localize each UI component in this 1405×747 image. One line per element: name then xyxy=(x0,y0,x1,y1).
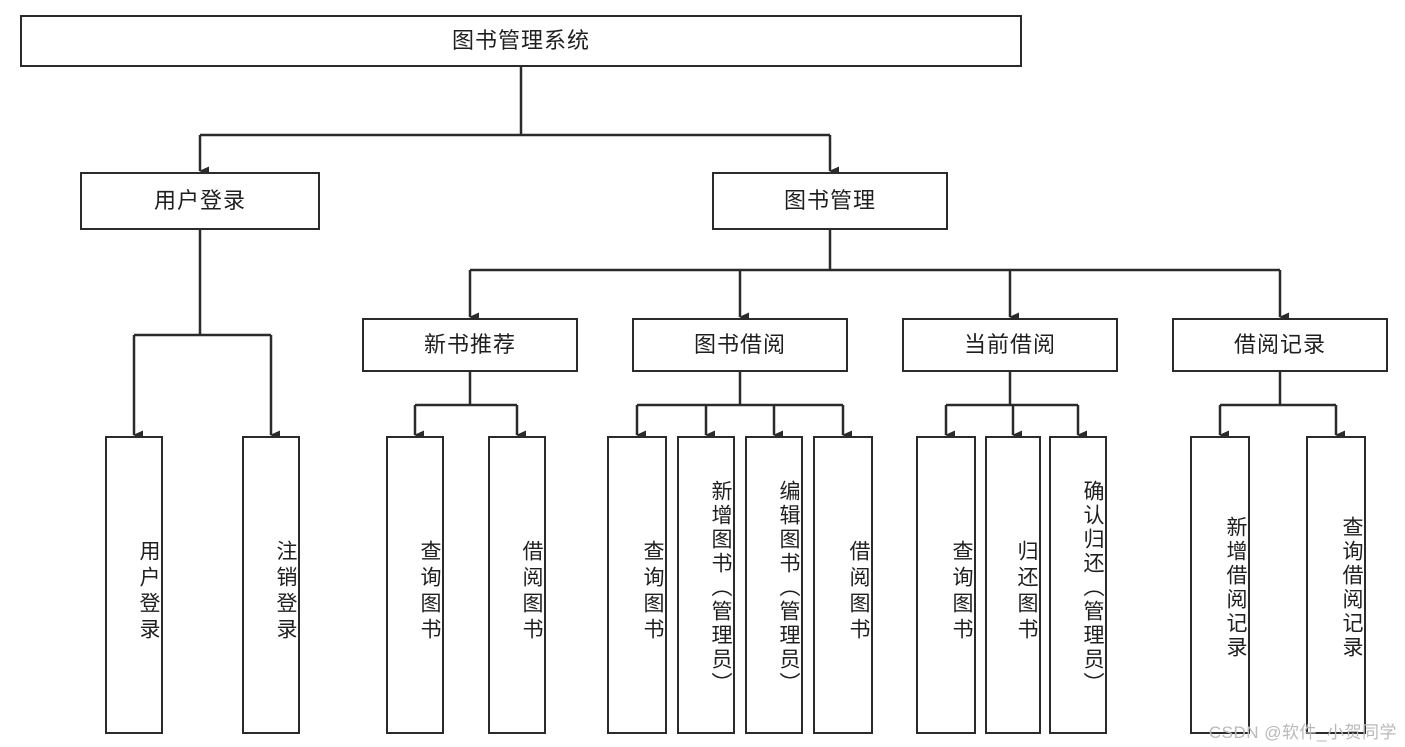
node-label: 查询图书 xyxy=(418,540,441,644)
node-user-login[interactable]: 用户登录 xyxy=(80,172,320,230)
node-label: 当前借阅 xyxy=(963,331,1056,357)
node-leaf-query-1[interactable]: 查询图书 xyxy=(386,436,444,734)
node-leaf-logout[interactable]: 注销登录 xyxy=(242,436,300,734)
node-label: 确认归还（管理员） xyxy=(1081,480,1104,696)
node-current-borrow[interactable]: 当前借阅 xyxy=(902,318,1118,372)
csdn-watermark: CSDN @软件_小贺同学 xyxy=(1208,723,1397,742)
node-label: 图书管理 xyxy=(783,187,876,213)
node-new-book-rec[interactable]: 新书推荐 xyxy=(362,318,578,372)
node-leaf-query-rec[interactable]: 查询借阅记录 xyxy=(1306,436,1366,734)
node-leaf-borrow-1[interactable]: 借阅图书 xyxy=(488,436,546,734)
node-label: 用户登录 xyxy=(153,187,246,213)
node-borrow-record[interactable]: 借阅记录 xyxy=(1172,318,1388,372)
node-label: 查询借阅记录 xyxy=(1340,516,1363,660)
node-root[interactable]: 图书管理系统 xyxy=(20,15,1022,67)
node-leaf-borrow-2[interactable]: 借阅图书 xyxy=(813,436,873,734)
node-leaf-return[interactable]: 归还图书 xyxy=(985,436,1041,734)
node-label: 新增图书（管理员） xyxy=(709,480,732,696)
node-label: 查询图书 xyxy=(950,540,973,644)
node-label: 图书管理系统 xyxy=(451,27,590,53)
node-leaf-confirm[interactable]: 确认归还（管理员） xyxy=(1049,436,1107,734)
node-leaf-add-book[interactable]: 新增图书（管理员） xyxy=(677,436,735,734)
node-label: 新增借阅记录 xyxy=(1224,516,1247,660)
node-label: 借阅图书 xyxy=(520,540,543,644)
node-leaf-user-login[interactable]: 用户登录 xyxy=(105,436,163,734)
node-leaf-query-2[interactable]: 查询图书 xyxy=(607,436,667,734)
node-leaf-add-rec[interactable]: 新增借阅记录 xyxy=(1190,436,1250,734)
node-label: 编辑图书（管理员） xyxy=(777,480,800,696)
node-label: 借阅记录 xyxy=(1233,331,1326,357)
node-label: 注销登录 xyxy=(274,540,297,644)
node-label: 借阅图书 xyxy=(847,540,870,644)
node-label: 图书借阅 xyxy=(693,331,786,357)
node-leaf-edit-book[interactable]: 编辑图书（管理员） xyxy=(745,436,803,734)
node-label: 归还图书 xyxy=(1015,540,1038,644)
node-label: 新书推荐 xyxy=(423,331,516,357)
node-book-borrow[interactable]: 图书借阅 xyxy=(632,318,848,372)
node-leaf-query-3[interactable]: 查询图书 xyxy=(916,436,976,734)
node-label: 查询图书 xyxy=(641,540,664,644)
node-label: 用户登录 xyxy=(137,540,160,644)
node-book-manage[interactable]: 图书管理 xyxy=(712,172,948,230)
